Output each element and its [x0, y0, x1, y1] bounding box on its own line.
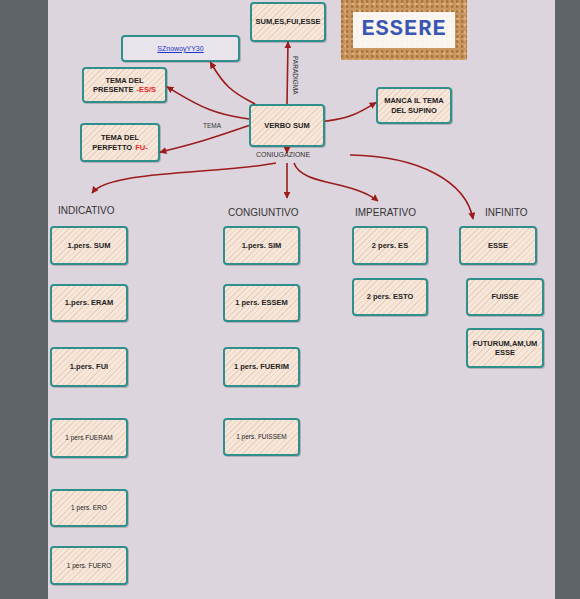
connector-arrow	[325, 103, 376, 122]
box-text: 1 pers. ESSEM	[235, 298, 288, 307]
concept-box: VERBO SUM	[249, 104, 325, 147]
box-content: 1 pers. ERO	[66, 503, 112, 512]
box-text: ESSERE	[361, 17, 446, 42]
concept-box: 1 pers. ERO	[50, 489, 128, 527]
concept-box: ESSE	[459, 226, 537, 265]
box-content: ESSERE	[353, 12, 454, 48]
box-content: 1.pers. SUM	[63, 241, 116, 250]
box-text: -ES/S	[136, 85, 156, 94]
box-text: TEMA DEL PERFETTO	[92, 133, 139, 151]
title-board: ESSERE	[341, 0, 467, 60]
concept-box: FUISSE	[466, 278, 544, 316]
concept-box: 1.pers. SUM	[50, 226, 128, 265]
box-text: 1.pers. ERAM	[65, 298, 113, 307]
concept-box: 1 pers. FUISSEM	[223, 418, 300, 456]
concept-box: 1 pers FUERAM	[50, 418, 128, 458]
box-content: 1.pers. SIM	[237, 241, 287, 250]
box-text: MANCA IL TEMA DEL SUPINO	[384, 96, 444, 114]
page-margin	[0, 0, 48, 599]
box-content: 1 pers. FUISSEM	[231, 432, 292, 441]
box-content: SUM,ES,FUI,ESSE	[251, 17, 326, 26]
box-text: 1.pers. FUI	[70, 362, 108, 371]
box-content: FUTURUM,AM,UM ESSE	[468, 339, 543, 358]
concept-box: 2 pers. ESTO	[352, 278, 428, 316]
box-content: TEMA DEL PERFETTOFU-	[82, 133, 158, 152]
page-margin	[555, 0, 580, 599]
box-content: MANCA IL TEMA DEL SUPINO	[378, 96, 450, 115]
column-heading: INFINITO	[485, 207, 528, 218]
box-text: VERBO SUM	[264, 121, 309, 130]
concept-box: TEMA DEL PERFETTOFU-	[80, 123, 160, 162]
box-text: FU-	[135, 143, 148, 152]
box-content: TEMA DEL PRESENTE-ES/S	[84, 76, 165, 95]
connector-arrow	[160, 126, 249, 153]
box-content: 1 pers. FUERIM	[229, 362, 294, 371]
section-label: CONIUGAZIONE	[256, 151, 310, 158]
concept-box: 1.pers. ERAM	[50, 284, 128, 322]
box-content: 1 pers. ESSEM	[230, 298, 293, 307]
box-text: 1.pers. SUM	[68, 241, 111, 250]
edge-label: TEMA	[203, 122, 221, 129]
box-text: SZnowoyYY30	[157, 45, 203, 52]
branch-arrow	[294, 163, 378, 201]
box-text: 1 pers. FUISSEM	[236, 433, 287, 440]
branch-arrow	[350, 155, 473, 219]
concept-box: 1 pers. ESSEM	[223, 284, 300, 322]
box-text: 1 pers. ERO	[71, 504, 107, 511]
concept-box: SUM,ES,FUI,ESSE	[250, 2, 326, 42]
box-content: ESSE	[483, 241, 513, 250]
column-heading: CONGIUNTIVO	[228, 207, 299, 218]
box-text: FUTURUM,AM,UM ESSE	[473, 339, 538, 357]
box-text: 2 pers. ESTO	[367, 292, 414, 301]
box-text: 1 pers. FUERO	[67, 562, 111, 569]
box-text: TEMA DEL PRESENTE	[93, 76, 144, 94]
branch-arrow	[286, 163, 288, 198]
box-text: SUM,ES,FUI,ESSE	[256, 17, 321, 26]
connector-arrow	[287, 42, 288, 104]
box-text: 1 pers. FUERIM	[234, 362, 289, 371]
concept-box: 1 pers. FUERO	[50, 546, 128, 585]
column-heading: INDICATIVO	[58, 205, 114, 216]
concept-box: 1.pers. FUI	[50, 347, 128, 387]
concept-box: 1 pers. FUERIM	[223, 347, 300, 387]
concept-box: MANCA IL TEMA DEL SUPINO	[376, 87, 452, 124]
connector-arrow	[210, 62, 255, 104]
branch-arrow	[92, 163, 276, 193]
column-heading: IMPERATIVO	[355, 207, 416, 218]
box-text: FUISSE	[491, 292, 518, 301]
box-content: 1.pers. FUI	[65, 362, 113, 371]
box-content: VERBO SUM	[259, 121, 314, 130]
box-content: 2 pers. ES	[367, 241, 413, 250]
box-text: 2 pers. ES	[372, 241, 408, 250]
edge-label: PARADIGMA	[292, 56, 299, 95]
link-box: SZnowoyYY30	[121, 35, 240, 62]
concept-box: FUTURUM,AM,UM ESSE	[466, 328, 544, 368]
box-content: FUISSE	[486, 292, 523, 301]
box-text: 1 pers FUERAM	[65, 434, 112, 441]
concept-box: TEMA DEL PRESENTE-ES/S	[82, 67, 167, 103]
box-content: SZnowoyYY30	[152, 44, 208, 54]
box-content: 1 pers. FUERO	[62, 561, 116, 570]
connector-arrow	[167, 87, 249, 119]
box-text: 1.pers. SIM	[242, 241, 282, 250]
box-content: 2 pers. ESTO	[362, 292, 419, 301]
box-text: ESSE	[488, 241, 508, 250]
box-content: 1 pers FUERAM	[60, 433, 117, 442]
concept-box: 2 pers. ES	[352, 226, 428, 265]
concept-box: 1.pers. SIM	[223, 226, 300, 265]
box-content: 1.pers. ERAM	[60, 298, 118, 307]
